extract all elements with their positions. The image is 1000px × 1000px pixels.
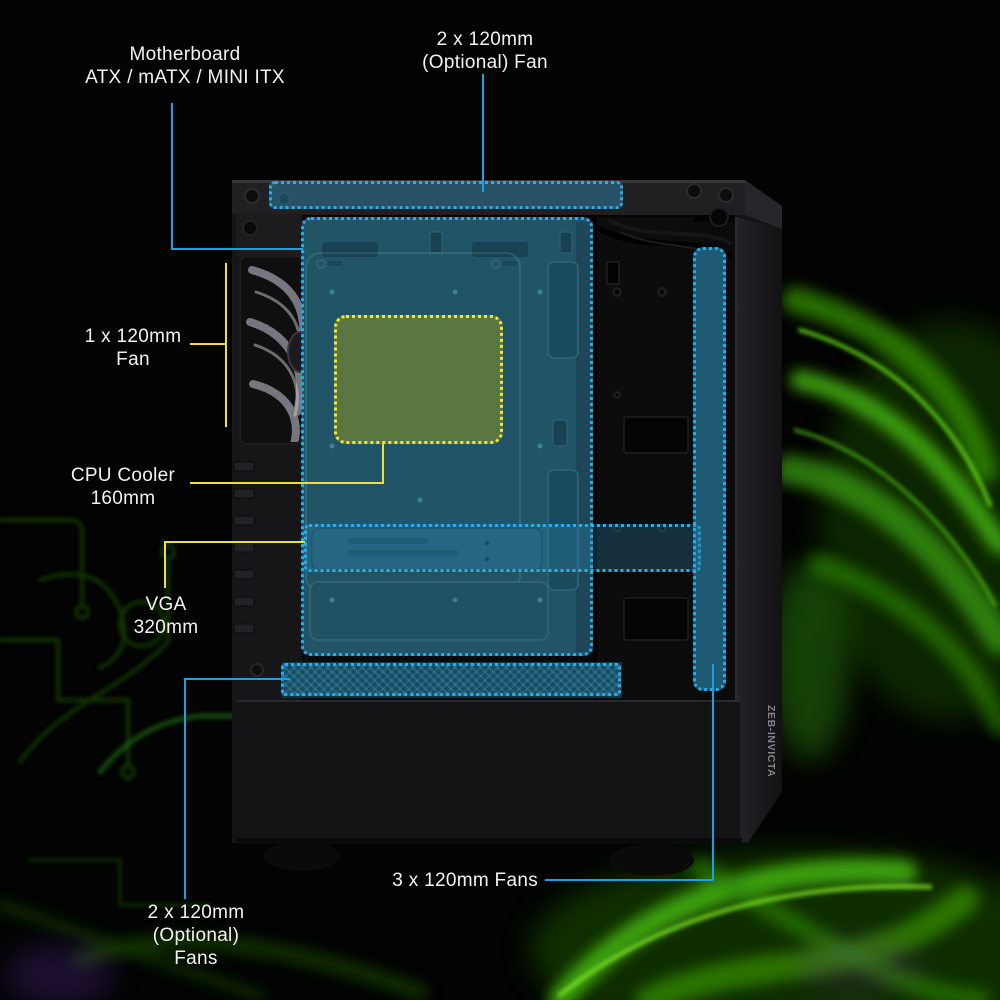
top-fan-zone — [269, 181, 623, 209]
rear-fan — [239, 255, 303, 445]
bottom-fans-label-line2: (Optional) — [152, 925, 240, 946]
vga-label-line1: VGA — [145, 594, 187, 615]
motherboard-label-line2: ATX / mATX / MINI ITX — [85, 67, 285, 88]
rear-fan-label-line1: 1 x 120mm — [84, 326, 182, 347]
top-fan-label: 2 x 120mm (Optional) Fan — [385, 28, 585, 74]
bottom-fans-leader-vertical — [184, 678, 186, 899]
background-glow — [0, 287, 1000, 1000]
cpu-cooler-label: CPU Cooler 160mm — [38, 464, 208, 510]
brand-text: ZEB-INVICTA — [765, 705, 777, 777]
rear-fan-leader-bracket — [225, 263, 227, 427]
top-fan-label-line1: 2 x 120mm — [436, 29, 534, 50]
front-fans-leader-vertical — [712, 664, 714, 881]
vga-leader-horizontal — [164, 541, 305, 543]
bottom-fans-label-line1: 2 x 120mm — [147, 902, 245, 923]
bottom-fans-zone — [281, 663, 621, 696]
motherboard-leader-horizontal — [171, 248, 303, 250]
cpu-cooler-label-line2: 160mm — [90, 488, 156, 509]
expansion-slots — [233, 461, 255, 634]
vga-label: VGA 320mm — [81, 593, 251, 639]
motherboard-label: Motherboard ATX / mATX / MINI ITX — [35, 43, 335, 89]
bottom-fans-label-line3: Fans — [174, 948, 218, 969]
motherboard-leader-vertical — [171, 103, 173, 250]
psu-shroud — [237, 700, 742, 844]
front-fans-leader-horizontal — [545, 879, 714, 881]
front-knob — [709, 207, 729, 227]
case-feet — [264, 841, 694, 876]
front-fans-label: 3 x 120mm Fans — [330, 869, 538, 892]
rear-fan-label-line2: Fan — [116, 349, 150, 370]
rear-fan-label: 1 x 120mm Fan — [48, 325, 218, 371]
motherboard-label-line1: Motherboard — [129, 44, 241, 65]
bottom-fans-label: 2 x 120mm (Optional) Fans — [111, 901, 281, 970]
rear-fan-leader-tick — [190, 343, 227, 345]
cpu-cooler-zone — [334, 315, 503, 444]
front-fans-label-line1: 3 x 120mm Fans — [392, 870, 538, 891]
vga-leader-vertical — [164, 541, 166, 588]
top-fan-label-line2: (Optional) Fan — [422, 52, 548, 73]
front-chamber — [593, 217, 734, 700]
front-panel: ZEB-INVICTA — [686, 183, 782, 842]
cpu-cooler-label-line1: CPU Cooler — [70, 465, 176, 486]
cpu-leader-horizontal — [190, 482, 384, 484]
vga-label-line2: 320mm — [133, 617, 199, 638]
case-top-facet — [745, 180, 782, 229]
vga-zone — [304, 524, 701, 572]
standoffs — [329, 289, 543, 603]
front-fans-zone — [693, 247, 726, 691]
top-fan-leader — [482, 74, 484, 192]
bottom-fans-leader-horizontal — [184, 678, 290, 680]
cpu-leader-vertical — [382, 443, 384, 484]
